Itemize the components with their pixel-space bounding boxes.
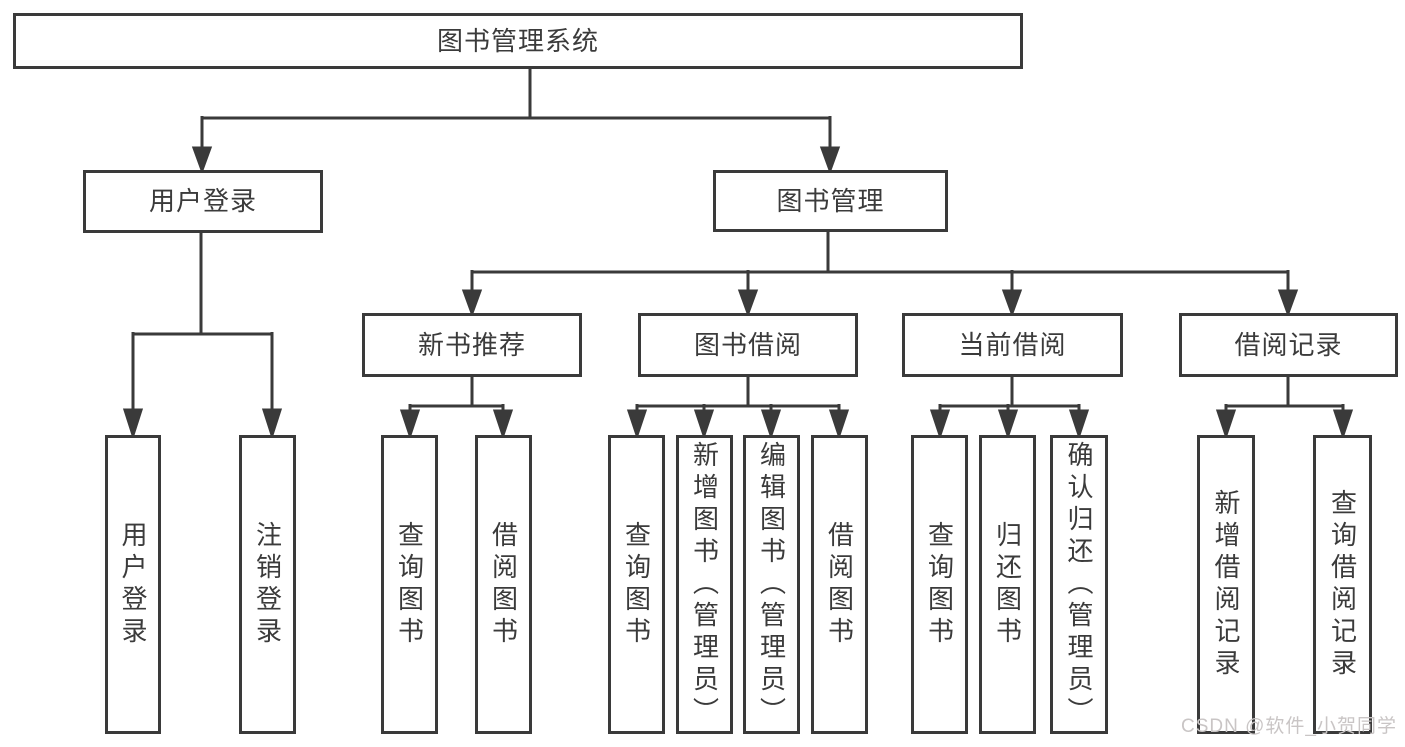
leaf-current-return-books: 归还图书	[979, 435, 1036, 734]
leaf-current-confirm-return-admin: 确认归还（管理员）	[1050, 435, 1108, 734]
connector-userlogin-children	[122, 233, 283, 440]
leaf-current-return-books-label: 归还图书	[992, 520, 1023, 649]
leaf-recommend-query-books: 查询图书	[381, 435, 438, 734]
node-book-borrow-label: 图书借阅	[693, 329, 802, 360]
leaf-borrow-add-books-admin-label: 新增图书（管理员）	[689, 440, 720, 729]
connector-borrowlog-children	[1215, 377, 1354, 440]
node-current-borrow-label: 当前借阅	[958, 329, 1067, 360]
leaf-borrow-query-books-label: 查询图书	[621, 520, 652, 649]
leaf-records-query-record-label: 查询借阅记录	[1327, 488, 1358, 681]
leaf-current-confirm-return-admin-label: 确认归还（管理员）	[1064, 440, 1094, 729]
connector-root-to-level2	[191, 69, 841, 175]
leaf-records-query-record: 查询借阅记录	[1313, 435, 1372, 734]
leaf-current-query-books-label: 查询图书	[924, 520, 955, 649]
connector-bookborrow-children	[626, 377, 850, 440]
leaf-user-login: 用户登录	[105, 435, 161, 734]
leaf-logout: 注销登录	[239, 435, 296, 734]
leaf-current-query-books: 查询图书	[911, 435, 968, 734]
connector-bookmgmt-children	[461, 232, 1299, 318]
leaf-borrow-query-books: 查询图书	[608, 435, 665, 734]
leaf-recommend-borrow-books-label: 借阅图书	[488, 520, 519, 649]
csdn-watermark: CSDN @软件_小贺同学	[1181, 716, 1397, 737]
node-borrow-records-label: 借阅记录	[1234, 329, 1343, 360]
node-book-borrow: 图书借阅	[638, 313, 858, 377]
leaf-logout-label: 注销登录	[252, 520, 283, 649]
leaf-borrow-borrow-books: 借阅图书	[811, 435, 868, 734]
leaf-recommend-borrow-books: 借阅图书	[475, 435, 532, 734]
node-library-system-label: 图书管理系统	[436, 25, 599, 56]
node-book-management: 图书管理	[713, 170, 948, 232]
leaf-user-login-label: 用户登录	[118, 520, 148, 649]
leaf-borrow-borrow-books-label: 借阅图书	[824, 520, 855, 649]
leaf-borrow-edit-books-admin-label: 编辑图书（管理员）	[756, 440, 787, 729]
connector-curborrow-children	[929, 377, 1090, 440]
leaf-borrow-add-books-admin: 新增图书（管理员）	[676, 435, 733, 734]
leaf-records-add-record: 新增借阅记录	[1197, 435, 1255, 734]
connector-newrec-children	[399, 377, 514, 440]
leaf-recommend-query-books-label: 查询图书	[394, 520, 425, 649]
node-new-book-recommend: 新书推荐	[362, 313, 582, 377]
node-book-management-label: 图书管理	[776, 185, 885, 216]
leaf-records-add-record-label: 新增借阅记录	[1211, 488, 1241, 681]
node-new-book-recommend-label: 新书推荐	[417, 329, 526, 360]
node-current-borrow: 当前借阅	[902, 313, 1123, 377]
node-library-system: 图书管理系统	[13, 13, 1023, 69]
node-user-login-label: 用户登录	[148, 186, 257, 217]
leaf-borrow-edit-books-admin: 编辑图书（管理员）	[743, 435, 800, 734]
node-user-login: 用户登录	[83, 170, 323, 233]
node-borrow-records: 借阅记录	[1179, 313, 1398, 377]
